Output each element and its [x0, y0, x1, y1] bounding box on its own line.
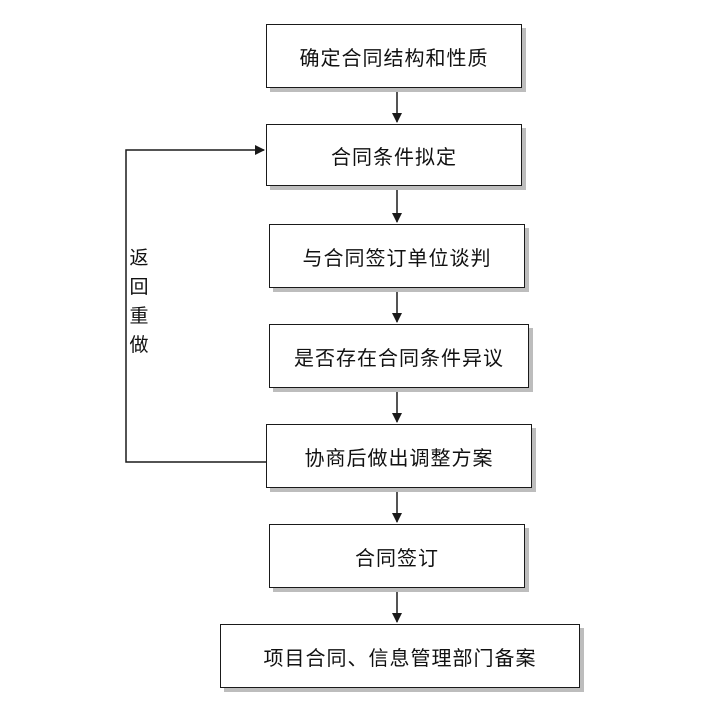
step-label-3: 与合同签订单位谈判 [302, 245, 492, 270]
loop-back-arrow [125, 145, 266, 463]
step-label-6: 合同签订 [355, 545, 439, 570]
step-box-5: 协商后做出调整方案 [266, 424, 532, 488]
step-box-6: 合同签订 [269, 524, 525, 588]
step-label-2: 合同条件拟定 [331, 144, 457, 169]
step-box-7: 项目合同、信息管理部门备案 [220, 624, 580, 688]
loop-back-label: 返回重做 [129, 247, 149, 356]
step-label-1: 确定合同结构和性质 [299, 45, 489, 70]
step-box-1: 确定合同结构和性质 [266, 24, 522, 88]
step-label-5: 协商后做出调整方案 [304, 445, 494, 470]
step-label-7: 项目合同、信息管理部门备案 [263, 645, 537, 670]
step-box-2: 合同条件拟定 [266, 124, 522, 186]
step-box-3: 与合同签订单位谈判 [269, 224, 525, 288]
step-box-4: 是否存在合同条件异议 [269, 324, 529, 388]
step-label-4: 是否存在合同条件异议 [294, 345, 504, 370]
